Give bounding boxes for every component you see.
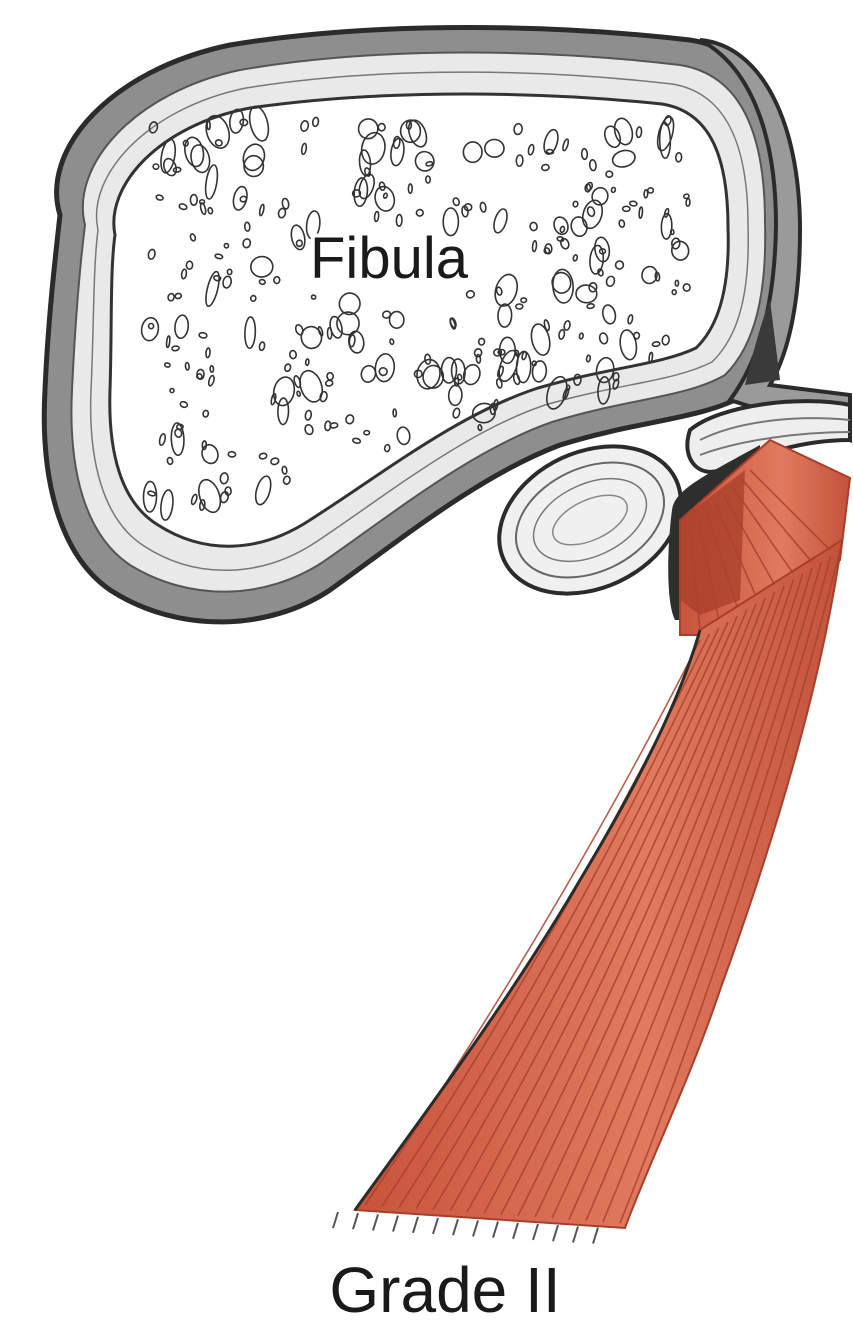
grade-caption: Grade II (329, 1254, 560, 1323)
fibula-label: Fibula (310, 226, 469, 291)
ligament-body (355, 540, 842, 1228)
